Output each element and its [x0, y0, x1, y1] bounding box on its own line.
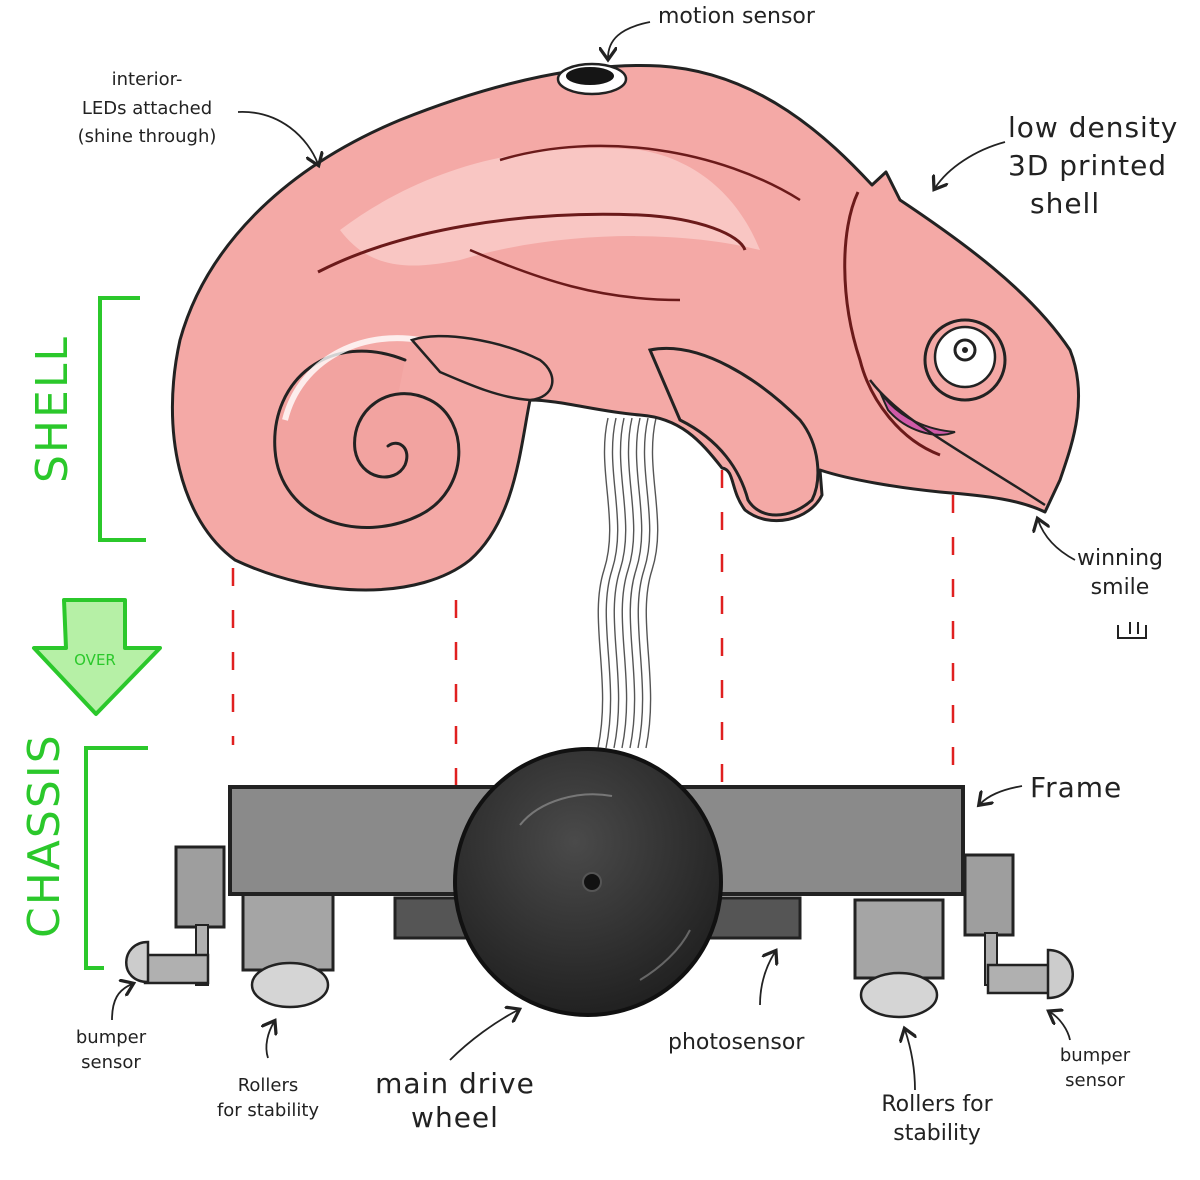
- smile-doodle: [1117, 622, 1147, 639]
- photosensor-label: photosensor: [668, 1030, 805, 1055]
- bumper-left-line-2: sensor: [81, 1051, 141, 1073]
- winning-smile-line-2: smile: [1090, 575, 1150, 601]
- mouth: [879, 391, 956, 436]
- low-density-line-3: shell: [1030, 187, 1101, 221]
- interior-leds-line-3: (shine through): [77, 126, 217, 148]
- low-density-line-1: low density: [1008, 111, 1179, 144]
- chassis-section-label: CHASSIS: [19, 733, 70, 938]
- low-density-label: low density 3D printed shell: [1008, 111, 1198, 221]
- bumper-left-line-1: bumper: [75, 1027, 147, 1048]
- bumper-sensor-right-label: bumper sensor: [1040, 1045, 1150, 1091]
- rollers-left-label: Rollers for stability: [198, 1075, 338, 1121]
- main-drive-wheel-label: main drive wheel: [360, 1067, 550, 1135]
- motion-sensor-label: motion sensor: [658, 4, 815, 29]
- winning-smile-label: winning smile: [1060, 546, 1180, 601]
- low-density-line-2: 3D printed: [1008, 149, 1168, 183]
- bumper-left: [125, 940, 150, 984]
- cable: [597, 417, 659, 749]
- interior-leds-line-2: LEDs attached: [81, 97, 213, 119]
- tail-spiral: [273, 349, 461, 529]
- frame-label: Frame: [1030, 771, 1123, 804]
- chassis: [125, 747, 1074, 1019]
- rollers-right-line-1: Rollers for: [881, 1092, 993, 1117]
- over-arrow: [32, 598, 162, 716]
- main-drive-line-1: main drive: [375, 1067, 535, 1100]
- main-drive-line-2: wheel: [411, 1101, 499, 1135]
- bumper-sensor-left-label: bumper sensor: [56, 1027, 166, 1073]
- roller-right: [859, 971, 939, 1019]
- annotation-arrows: [111, 21, 1076, 1091]
- winning-smile-line-1: winning: [1076, 546, 1163, 571]
- bumper-right: [1046, 948, 1074, 1000]
- shell-bracket: [98, 296, 146, 542]
- shell-section-label: SHELL: [27, 335, 78, 483]
- bumper-right-line-1: bumper: [1059, 1045, 1131, 1066]
- chassis-bracket: [84, 746, 148, 970]
- interior-leds-label: interior- LEDs attached (shine through): [72, 69, 222, 148]
- rollers-right-line-2: stability: [893, 1121, 981, 1147]
- over-arrow-label: OVER: [74, 651, 116, 669]
- interior-leds-line-1: interior-: [111, 69, 183, 90]
- rollers-right-label: Rollers for stability: [852, 1092, 1022, 1147]
- back-leg: [409, 334, 554, 402]
- rollers-left-line-2: for stability: [216, 1099, 320, 1121]
- chameleon-shell: [170, 62, 1081, 592]
- bumper-right-line-2: sensor: [1065, 1069, 1125, 1091]
- alignment-lines: [231, 470, 955, 835]
- front-leg: [647, 347, 820, 517]
- rollers-left-line-1: Rollers: [237, 1075, 299, 1096]
- roller-left: [250, 961, 330, 1009]
